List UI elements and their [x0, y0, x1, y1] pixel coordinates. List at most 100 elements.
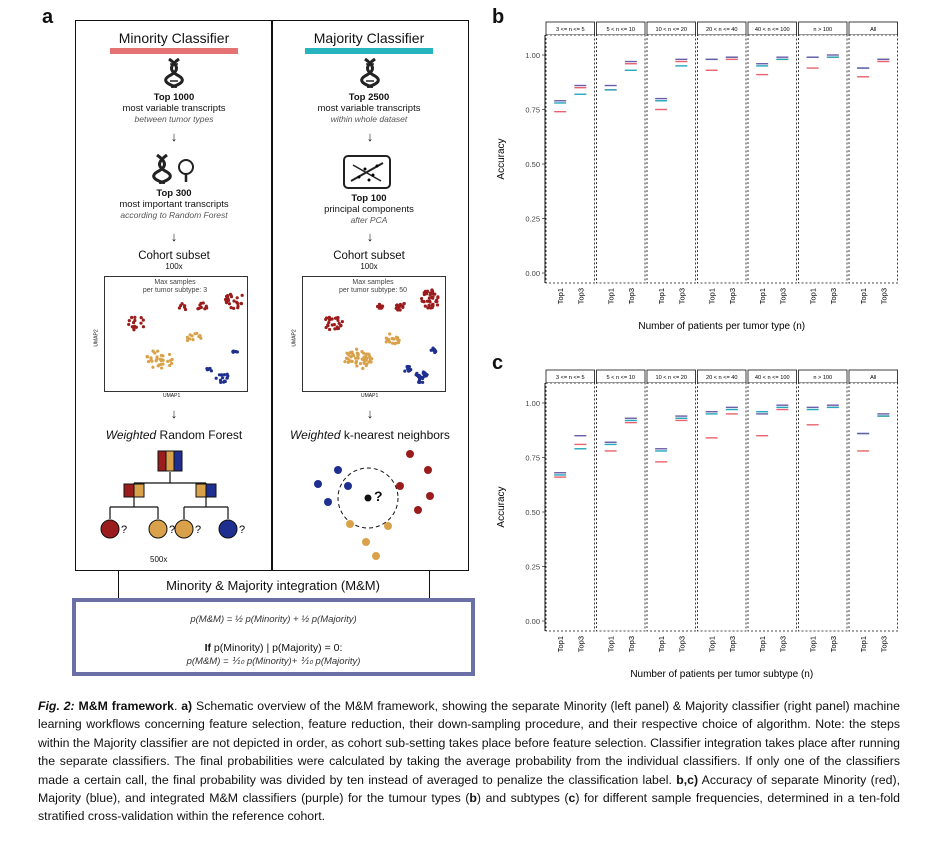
minority-step2-line: most important transcripts	[119, 199, 229, 210]
umap-point	[157, 363, 161, 367]
minority-step2-bold: Top 300	[156, 188, 192, 199]
majority-step1-line: most variable transcripts	[317, 103, 421, 114]
minority-umap-note-2: per tumor subtype: 3	[142, 287, 208, 294]
minority-algo-rest: Random Forest	[156, 428, 243, 442]
x-tick-label: Top3	[879, 636, 888, 652]
umap-point	[224, 301, 229, 305]
minority-title-text: Minority Classifier	[118, 30, 230, 46]
knn-point	[426, 492, 434, 500]
umap-point	[390, 341, 395, 345]
umap-point	[401, 305, 405, 310]
facet-label: 5 < n <= 10	[607, 375, 635, 381]
integration-formula-box: p(M&M) = ½ p(Minority) + ½ p(Majority) I…	[72, 598, 475, 676]
y-tick-label: 0.75	[525, 106, 540, 115]
umap-point	[130, 315, 134, 320]
umap-point	[193, 332, 197, 336]
umap-point	[344, 356, 349, 360]
panel-c-letter: c	[492, 352, 504, 374]
minority-umap-plot	[104, 276, 248, 392]
x-tick-label: Top3	[627, 288, 636, 304]
formula-if: If	[204, 642, 212, 654]
majority-step1: Top 2500 most variable transcripts withi…	[274, 92, 464, 125]
umap-point	[170, 361, 174, 365]
umap-point	[132, 328, 136, 332]
umap-point	[228, 292, 233, 296]
down-arrow-icon: ↓	[170, 406, 178, 421]
umap-point	[328, 327, 332, 332]
umap-point	[402, 302, 406, 306]
umap-point	[368, 354, 372, 359]
umap-point	[196, 307, 200, 311]
caption-b: b	[469, 791, 477, 806]
majority-umap-note-2: per tumor subtype: 50	[338, 287, 408, 294]
x-tick-label: Top1	[607, 288, 616, 304]
knn-diagram	[314, 450, 434, 560]
umap-point	[427, 303, 431, 308]
x-tick-label: Top1	[657, 636, 666, 652]
umap-point	[227, 302, 232, 306]
umap-point	[150, 359, 154, 363]
umap-point	[155, 355, 159, 359]
umap-point	[134, 325, 138, 329]
umap-point	[367, 360, 371, 364]
umap-point	[161, 362, 165, 366]
y-tick-label: 0.75	[525, 454, 540, 463]
y-axis-label: Accuracy	[496, 486, 507, 527]
facet-panel	[545, 382, 595, 632]
umap-point	[358, 362, 363, 366]
umap-point	[204, 304, 208, 308]
formula-condition-text: p(Minority) | p(Majority) = 0:	[211, 642, 343, 654]
umap-point	[354, 356, 358, 360]
minority-step2-italic: according to Random Forest	[120, 210, 228, 220]
x-tick-label: Top1	[859, 636, 868, 652]
umap-point	[418, 380, 422, 384]
umap-point	[351, 352, 355, 357]
umap-point	[207, 366, 212, 371]
facet-panel	[596, 34, 646, 284]
umap-point	[327, 320, 331, 325]
umap-point	[418, 374, 422, 378]
umap-point	[139, 316, 143, 320]
umap-point	[199, 336, 203, 340]
umap-point	[217, 373, 222, 377]
figure-caption: Fig. 2: M&M framework. a) Schematic over…	[38, 699, 900, 824]
x-tick-label: Top1	[708, 636, 717, 652]
majority-step2-italic: after PCA	[350, 215, 388, 225]
dna-icon	[164, 58, 184, 88]
dna-magnifier-icon	[152, 154, 194, 184]
umap-point	[154, 359, 158, 363]
x-tick-label: Top1	[809, 636, 818, 652]
panel-a-letter: a	[42, 6, 54, 28]
umap-point	[415, 373, 419, 378]
svg-text:?: ?	[121, 524, 127, 536]
x-tick-label: Top3	[728, 288, 737, 304]
y-tick-label: 0.50	[525, 160, 540, 169]
knn-point	[396, 482, 404, 490]
umap-point	[420, 296, 424, 301]
minority-step1-bold: Top 1000	[153, 92, 195, 103]
minority-step1: Top 1000 most variable transcripts betwe…	[79, 92, 269, 125]
umap-point	[205, 367, 209, 371]
umap-point	[363, 355, 367, 359]
facet-label: 10 < n <= 20	[655, 375, 687, 381]
umap-point	[355, 347, 359, 351]
umap-point	[139, 321, 143, 325]
minority-step1-italic: between tumor types	[134, 114, 214, 124]
minority-algorithm: Weighted Random Forest	[64, 428, 284, 442]
x-tick-label: Top3	[627, 636, 636, 652]
formula-average: p(M&M) = ½ p(Minority) + ½ p(Majority)	[190, 614, 357, 625]
umap-point	[177, 306, 182, 310]
umap-point	[345, 351, 349, 355]
knn-point	[334, 466, 342, 474]
y-tick-label: 1.00	[525, 399, 540, 408]
down-arrow-icon: ↓	[170, 229, 178, 244]
majority-step1-italic: within whole dataset	[330, 114, 408, 124]
x-tick-label: Top1	[607, 636, 616, 652]
facet-panel	[798, 382, 848, 632]
facet-panel	[596, 382, 646, 632]
x-tick-label: Top1	[758, 288, 767, 304]
umap-point	[435, 303, 440, 307]
knn-point	[324, 498, 332, 506]
umap-point	[222, 373, 227, 377]
majority-umap-ylabel: UMAP2	[291, 329, 298, 347]
